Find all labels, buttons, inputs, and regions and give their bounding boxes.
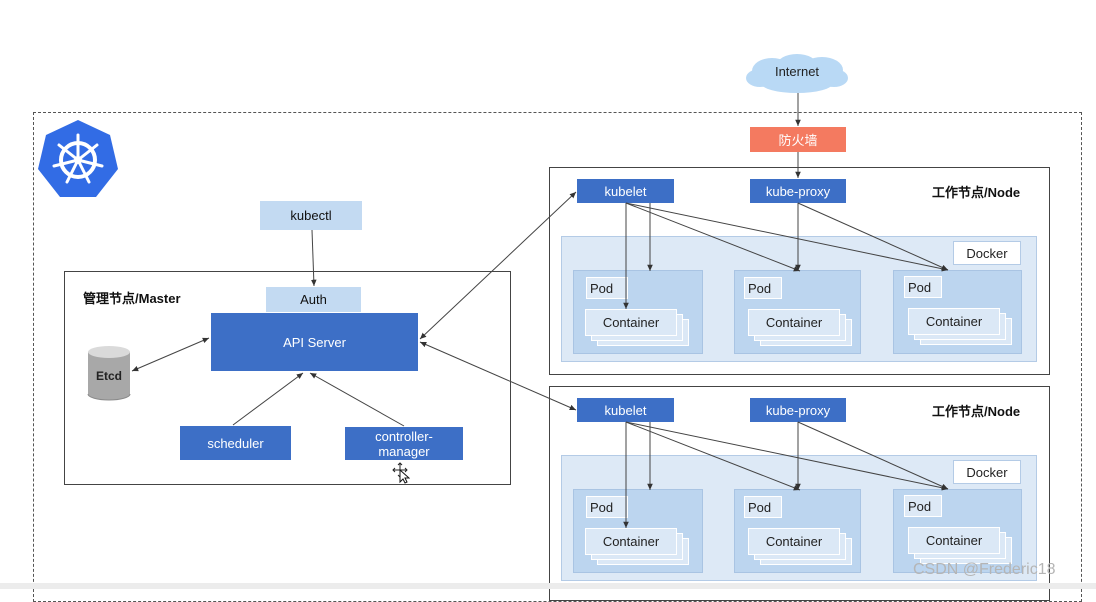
container-box: Container (748, 309, 840, 336)
bottom-strip (0, 583, 1096, 589)
pod-label: Pod (586, 277, 628, 299)
arrow-etcd-api (131, 337, 210, 372)
connector-arrows (131, 93, 949, 528)
worker-node-1-title: 工作节点/Node (932, 185, 1021, 200)
pod-label: Pod (904, 495, 942, 517)
arrow-scheduler-api (232, 372, 304, 426)
container-box: Container (908, 527, 1000, 554)
move-cursor-icon (392, 462, 411, 484)
cloud-icon (746, 54, 848, 93)
docker-label-node-1: Docker (953, 241, 1021, 265)
kubectl-box: kubectl (260, 201, 362, 230)
arrow-controller-api (309, 372, 405, 427)
etcd-label: Etcd (95, 369, 122, 383)
container-box: Container (908, 308, 1000, 335)
pod-label: Pod (586, 496, 628, 518)
docker-label-node-2: Docker (953, 460, 1021, 484)
container-box: Container (748, 528, 840, 555)
internet-label: Internet (774, 64, 820, 79)
etcd-database: Etcd (87, 345, 131, 402)
arrow-api-kubelet-2 (419, 341, 577, 411)
kubelet-node-1: kubelet (577, 179, 674, 203)
worker-node-2-title: 工作节点/Node (932, 404, 1021, 419)
pod-label: Pod (744, 277, 782, 299)
container-box: Container (585, 309, 677, 336)
firewall-box: 防火墙 (750, 127, 846, 152)
watermark: CSDN @Frederic18 (913, 561, 1056, 578)
api-server-box: API Server (211, 313, 418, 371)
scheduler-box: scheduler (180, 426, 291, 460)
database-icon (87, 346, 131, 401)
controller-manager-box: controller- manager (345, 427, 463, 460)
kubelet-node-2: kubelet (577, 398, 674, 422)
container-box: Container (585, 528, 677, 555)
kube-proxy-node-2: kube-proxy (750, 398, 846, 422)
kube-proxy-node-1: kube-proxy (750, 179, 846, 203)
internet-cloud: Internet (742, 53, 852, 95)
auth-box: Auth (266, 287, 361, 312)
master-title: 管理节点/Master (83, 291, 181, 306)
arrow-kubectl-auth (310, 229, 317, 287)
pod-label: Pod (744, 496, 782, 518)
pod-label: Pod (904, 276, 942, 298)
arrow-api-kubelet-1 (419, 191, 577, 340)
kubernetes-logo-icon (38, 118, 118, 200)
